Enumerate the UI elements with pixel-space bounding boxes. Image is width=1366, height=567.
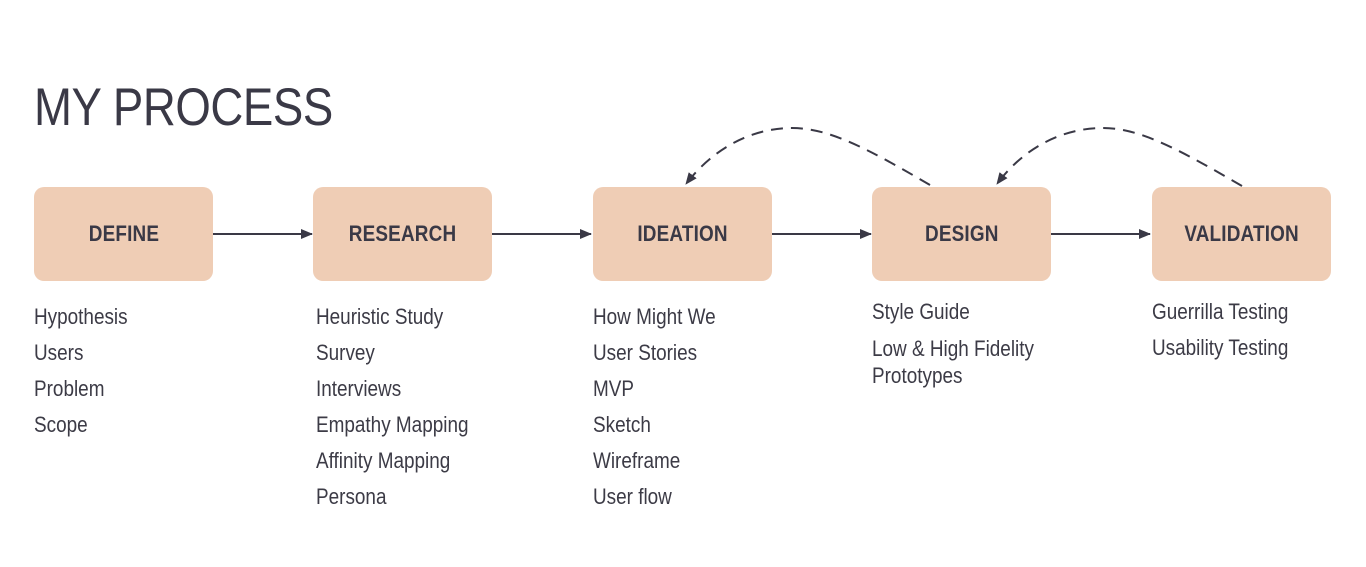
list-item: Style Guide [872, 299, 970, 324]
list-item: Users [34, 340, 84, 365]
list-item: Affinity Mapping [316, 448, 451, 473]
list-item: Wireframe [593, 448, 681, 473]
step-design: DESIGN [872, 187, 1051, 281]
step-ideation: IDEATION [593, 187, 772, 281]
step-define-label: DEFINE [88, 221, 159, 246]
page-title: MY PROCESS [34, 78, 333, 137]
step-design-label: DESIGN [924, 221, 999, 246]
list-item: Scope [34, 412, 88, 437]
list-item: Usability Testing [1152, 335, 1289, 360]
list-item: Empathy Mapping [316, 412, 469, 437]
design-details: Style Guide Low & High Fidelity Prototyp… [872, 298, 1060, 389]
step-validation-label: VALIDATION [1184, 221, 1299, 246]
validation-details: Guerrilla Testing Usability Testing [1152, 294, 1311, 366]
step-define: DEFINE [34, 187, 213, 281]
define-details: Hypothesis Users Problem Scope [34, 299, 143, 443]
list-item: Sketch [593, 412, 651, 437]
list-item: Guerrilla Testing [1152, 299, 1289, 324]
list-item: Prototypes [872, 363, 963, 388]
list-item: MVP [593, 376, 635, 401]
step-research: RESEARCH [313, 187, 492, 281]
list-item: Survey [316, 340, 375, 365]
list-item: User Stories [593, 340, 698, 365]
list-item: Low & High Fidelity [872, 336, 1034, 361]
step-research-label: RESEARCH [348, 221, 457, 246]
list-item: How Might We [593, 304, 716, 329]
list-item: Interviews [316, 376, 402, 401]
list-item: Heuristic Study [316, 304, 444, 329]
list-item: Persona [316, 484, 387, 509]
list-item: Hypothesis [34, 304, 128, 329]
loop-design-to-ideation [685, 126, 931, 186]
ideation-details: How Might We User Stories MVP Sketch Wir… [593, 299, 736, 515]
research-details: Heuristic Study Survey Interviews Empath… [316, 299, 493, 515]
step-ideation-label: IDEATION [637, 221, 728, 246]
list-item: Problem [34, 376, 105, 401]
step-validation: VALIDATION [1152, 187, 1331, 281]
list-item: User flow [593, 484, 672, 509]
loop-validation-to-design [996, 126, 1243, 187]
